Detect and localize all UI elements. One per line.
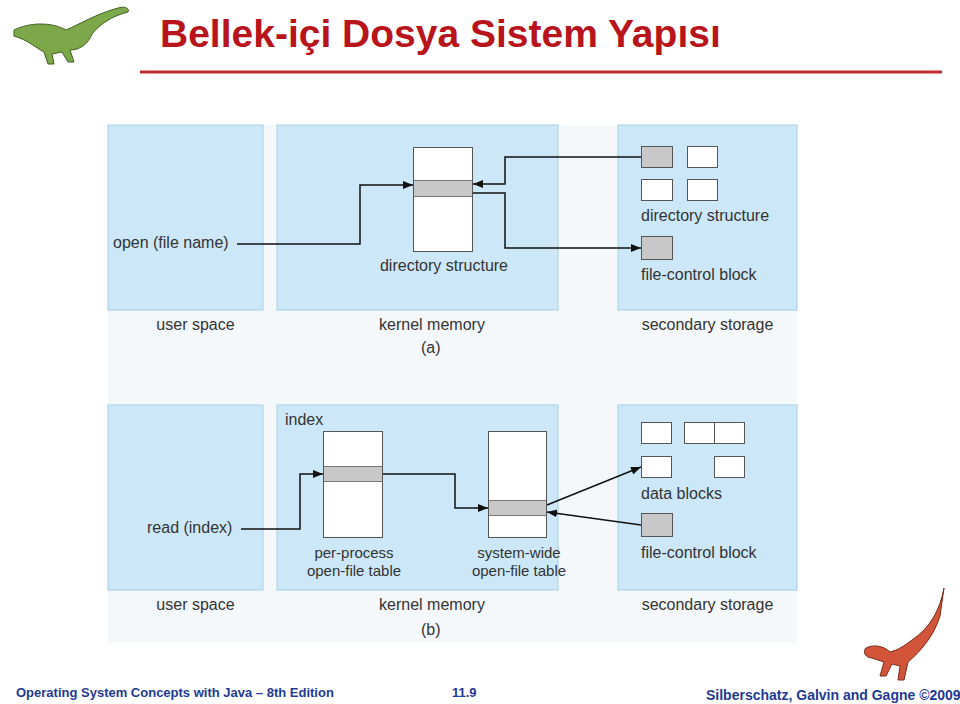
memory-region: user spaceread (index)	[108, 405, 263, 590]
dinosaur-icon	[14, 7, 128, 64]
region-caption: per-process open-file table	[294, 544, 414, 580]
disk-block	[641, 422, 672, 444]
pointer-arrow	[547, 512, 641, 525]
disk-block	[641, 513, 673, 537]
region-caption: file-control block	[641, 544, 801, 562]
disk-block	[641, 456, 672, 478]
region-caption: kernel memory	[277, 316, 587, 334]
pointer-arrow	[547, 467, 641, 505]
table-box: per-process open-file table	[323, 431, 383, 538]
footer-text: Silberschatz, Galvin and Gagne ©2009	[706, 687, 960, 703]
table-entry	[414, 180, 472, 197]
pointer-arrow	[237, 185, 413, 244]
memory-region: secondary storagedata blocksfile-control…	[618, 405, 797, 590]
memory-region: secondary storagedirectory structurefile…	[618, 125, 797, 310]
region-caption: user space	[108, 596, 283, 614]
disk-block	[687, 179, 718, 201]
figure-ground	[108, 125, 797, 643]
table-box: system-wide open-file table	[488, 431, 547, 538]
region-caption: user space	[108, 316, 283, 334]
footer-text: 11.9	[452, 685, 477, 700]
region-caption: system-wide open-file table	[459, 544, 579, 580]
call-text: open (file name)	[110, 233, 234, 255]
storage-block: file-control block	[641, 236, 673, 260]
pointer-arrow	[473, 193, 641, 248]
memory-region: kernel memoryper-process open-file table…	[277, 405, 558, 590]
call-label: open (file name)	[110, 233, 234, 253]
disk-block	[641, 236, 673, 260]
panel-fill	[618, 405, 797, 590]
table-entry	[324, 466, 382, 482]
call-text: read (index)	[144, 518, 238, 540]
figure-label: (b)	[421, 621, 441, 639]
figure-label: index	[285, 411, 323, 429]
pointer-arrow	[241, 474, 323, 529]
region-caption: secondary storage	[618, 316, 797, 334]
disk-block	[687, 146, 718, 168]
panel-fill	[108, 125, 263, 310]
pointer-arrow	[383, 474, 488, 508]
memory-region: kernel memorydirectory structure	[277, 125, 558, 310]
table-box: directory structure	[413, 147, 473, 252]
disk-block	[714, 422, 745, 444]
region-caption: secondary storage	[618, 596, 797, 614]
memory-region: user spaceopen (file name)	[108, 125, 263, 310]
disk-block	[641, 179, 673, 201]
region-caption: directory structure	[364, 257, 524, 275]
disk-block	[641, 146, 673, 168]
region-caption: directory structure	[641, 207, 811, 225]
title-rule	[140, 71, 942, 74]
title: Bellek-içi Dosya Sistem Yapısı	[160, 12, 721, 56]
panel-fill	[277, 125, 558, 310]
disk-block	[714, 456, 745, 478]
region-caption: file-control block	[641, 266, 801, 284]
storage-block: data blocks	[641, 422, 746, 479]
region-caption: data blocks	[641, 485, 771, 503]
storage-block: file-control block	[641, 513, 673, 537]
footer-text: Operating System Concepts with Java – 8t…	[16, 685, 334, 700]
storage-block: directory structure	[641, 146, 719, 202]
disk-block	[684, 422, 715, 444]
call-label: read (index)	[144, 518, 238, 538]
table-entry	[489, 500, 546, 516]
panel-fill	[108, 405, 263, 590]
dinosaur-icon	[864, 588, 944, 680]
region-caption: kernel memory	[277, 596, 587, 614]
figure-label: (a)	[421, 339, 441, 357]
pointer-arrow	[473, 157, 641, 184]
